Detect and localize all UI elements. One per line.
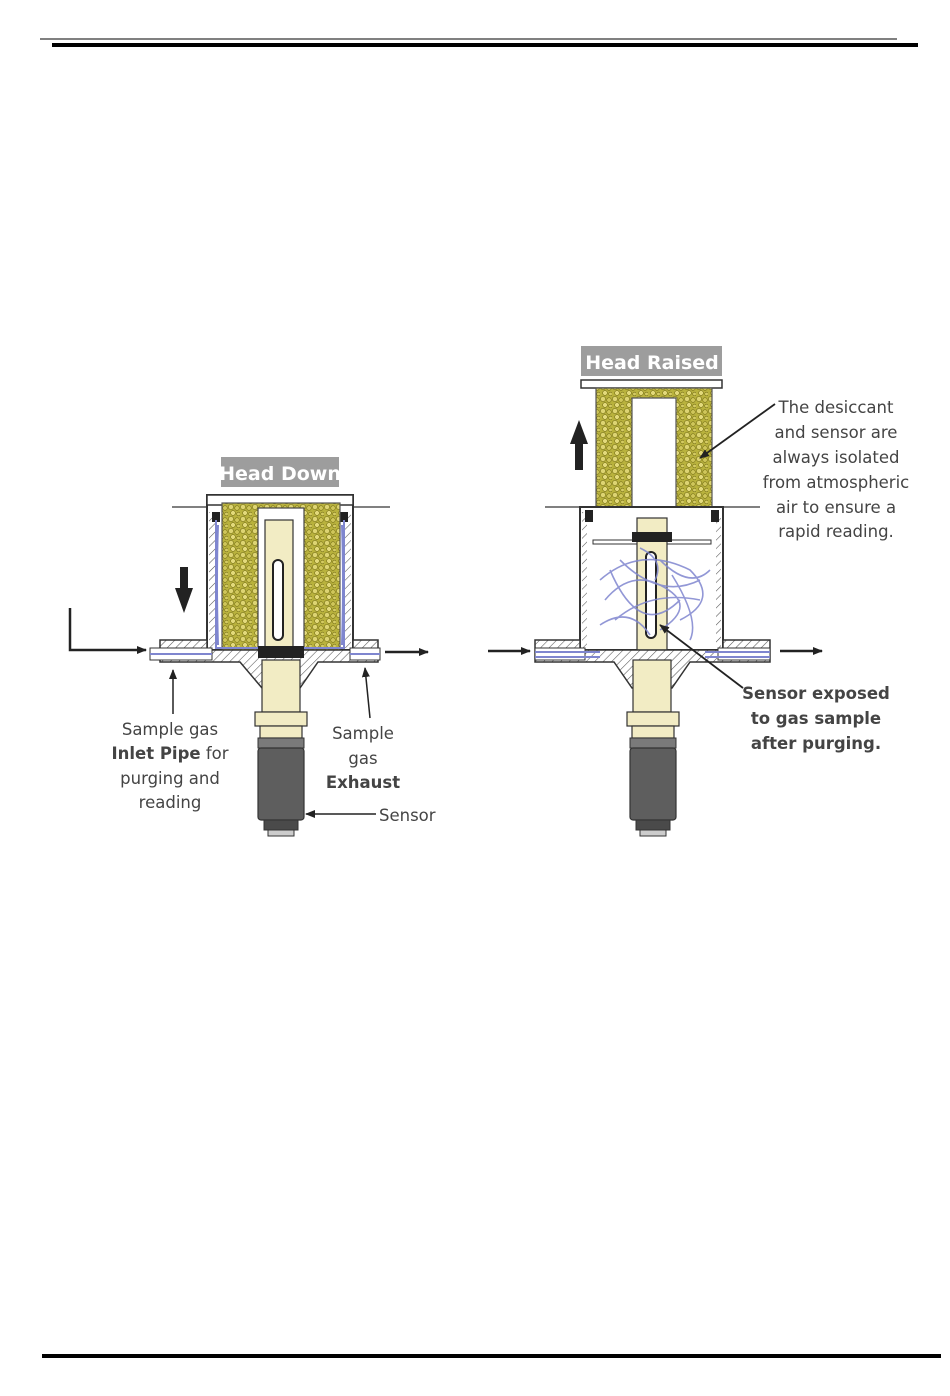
head-raised-arrow: [570, 420, 588, 470]
svg-text:to gas sample: to gas sample: [751, 709, 881, 728]
svg-text:air to ensure a: air to ensure a: [776, 498, 896, 517]
svg-text:rapid reading.: rapid reading.: [778, 522, 894, 541]
isolation-note: The desiccant and sensor are always isol…: [763, 398, 910, 541]
svg-text:reading: reading: [139, 793, 202, 812]
svg-text:Exhaust: Exhaust: [326, 773, 400, 792]
svg-text:and sensor are: and sensor are: [775, 423, 898, 442]
head-down-arrow: [175, 567, 193, 613]
head-raised-assembly: Head Raised: [488, 346, 909, 836]
svg-text:always isolated: always isolated: [773, 448, 900, 467]
svg-text:gas: gas: [348, 749, 377, 768]
head-raised-header: Head Raised: [585, 352, 719, 374]
svg-text:Inlet Pipe for: Inlet Pipe for: [111, 744, 228, 763]
svg-text:Sensor exposed: Sensor exposed: [742, 684, 890, 703]
inlet-flow-arrow: [70, 608, 146, 650]
page-header-rule: [40, 39, 918, 45]
sensor-label: Sensor: [379, 806, 436, 825]
svg-text:after purging.: after purging.: [751, 734, 881, 753]
inlet-label: Sample gas Inlet Pipe for purging and re…: [111, 720, 228, 812]
head-down-header: Head Down: [219, 463, 341, 485]
exhaust-label: Sample gas Exhaust: [326, 724, 400, 792]
svg-text:purging and: purging and: [120, 769, 220, 788]
svg-text:Sample: Sample: [332, 724, 394, 743]
sensor-exposed-note: Sensor exposed to gas sample after purgi…: [742, 684, 890, 753]
svg-text:The desiccant: The desiccant: [778, 398, 894, 417]
head-raised-sensor-body: [630, 748, 676, 820]
head-down-assembly: Head Down: [70, 457, 436, 836]
svg-text:from atmospheric: from atmospheric: [763, 473, 910, 492]
svg-text:Sample gas: Sample gas: [122, 720, 218, 739]
head-down-sensor-body: [258, 748, 304, 820]
